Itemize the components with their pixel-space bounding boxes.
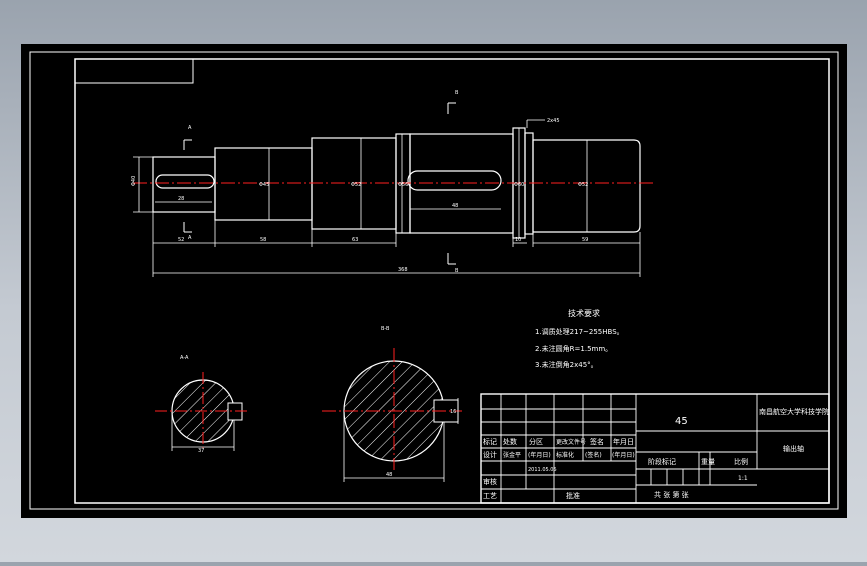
title-section-b: B-B bbox=[381, 326, 390, 332]
tb-designer: 张金平 bbox=[503, 451, 521, 459]
dim-d4: Φ56 bbox=[398, 182, 408, 188]
dim-d3: Φ52 bbox=[351, 182, 361, 188]
tb-scale: 1:1 bbox=[738, 475, 748, 482]
section-a-a bbox=[155, 372, 250, 451]
dim-section-b: 48 bbox=[386, 472, 392, 478]
dim-keyway-left: 28 bbox=[178, 196, 184, 202]
tb-sheets: 共 张 第 张 bbox=[654, 490, 689, 499]
mark-b-top: B bbox=[455, 90, 459, 96]
keyway-right bbox=[407, 170, 502, 191]
tb-date: 2011.05.05 bbox=[528, 467, 557, 473]
dim-d5: Φ60 bbox=[514, 182, 524, 188]
mark-b-bottom: B bbox=[455, 268, 459, 274]
tb-standard: 标准化 bbox=[556, 451, 574, 459]
section-markers bbox=[183, 102, 456, 265]
tb-header-count: 处数 bbox=[503, 437, 517, 446]
tb-approve: 批准 bbox=[566, 491, 580, 500]
mark-a-top: A bbox=[188, 125, 192, 131]
tb-design-date: (年月日) bbox=[528, 451, 551, 459]
tb-school: 南昌航空大学科技学院 bbox=[759, 407, 829, 416]
tb-std-sign: (签名) bbox=[585, 451, 602, 459]
tb-std-date: (年月日) bbox=[612, 451, 635, 459]
tb-material: 45 bbox=[675, 416, 688, 427]
dim-seg4: 48 bbox=[452, 203, 458, 209]
tb-label-mark: 标记 bbox=[483, 437, 497, 446]
technical-requirements: 技术要求 1.调质处理217~255HBS。 2.未注圆角R=1.5mm。 3.… bbox=[535, 308, 624, 369]
tb-label-check: 审核 bbox=[483, 477, 497, 486]
tb-scale-label: 比例 bbox=[734, 457, 748, 466]
shaft-segment-5 bbox=[532, 139, 641, 233]
drawing-sheet bbox=[21, 44, 847, 518]
dim-last: 59 bbox=[582, 237, 588, 243]
dim-keyway-offset: 52 bbox=[178, 237, 184, 243]
tb-header-sign: 签名 bbox=[590, 437, 604, 446]
tb-header-zone: 分区 bbox=[529, 437, 543, 446]
dim-d2: Φ45 bbox=[259, 182, 269, 188]
tb-header-date: 年月日 bbox=[613, 437, 634, 446]
dim-section-b-key: 16 bbox=[450, 409, 456, 415]
dim-section-a: 37 bbox=[198, 448, 204, 454]
tb-weight-label: 重量 bbox=[701, 458, 715, 466]
code-box bbox=[74, 58, 194, 84]
title-block-text: 45 南昌航空大学科技学院 输出轴 标记 设计 审核 工艺 处数 分区 更改文件… bbox=[483, 407, 829, 500]
dim-overall: 368 bbox=[398, 267, 408, 273]
inner-frame bbox=[74, 58, 830, 504]
keyway-left bbox=[155, 174, 215, 189]
tb-label-design: 设计 bbox=[483, 450, 497, 459]
mark-a-bottom: A bbox=[188, 235, 192, 241]
diameter-dimensions bbox=[133, 128, 588, 238]
title-block bbox=[480, 393, 830, 504]
title-section-a: A-A bbox=[180, 355, 189, 361]
tech-req-title: 技术要求 bbox=[568, 308, 600, 318]
dim-d1: Φ40 bbox=[131, 176, 137, 186]
dim-collar: 10 bbox=[515, 237, 521, 243]
tech-req-item-3: 3.未注倒角2x45°。 bbox=[535, 360, 598, 369]
outer-frame bbox=[29, 51, 839, 510]
tb-label-process: 工艺 bbox=[483, 492, 497, 500]
tech-req-item-2: 2.未注圆角R=1.5mm。 bbox=[535, 344, 612, 353]
tech-req-item-1: 1.调质处理217~255HBS。 bbox=[535, 327, 624, 336]
tb-header-docno: 更改文件号 bbox=[556, 438, 586, 446]
dim-seg3: 63 bbox=[352, 237, 358, 243]
dim-d6: Φ52 bbox=[578, 182, 588, 188]
length-dimensions bbox=[152, 119, 641, 277]
dim-chamfer: 2x45 bbox=[547, 118, 560, 124]
dim-seg2: 58 bbox=[260, 237, 266, 243]
tb-part-name: 输出轴 bbox=[783, 444, 804, 453]
tb-stage-label: 阶段标记 bbox=[648, 457, 676, 466]
section-b-b bbox=[322, 348, 462, 482]
